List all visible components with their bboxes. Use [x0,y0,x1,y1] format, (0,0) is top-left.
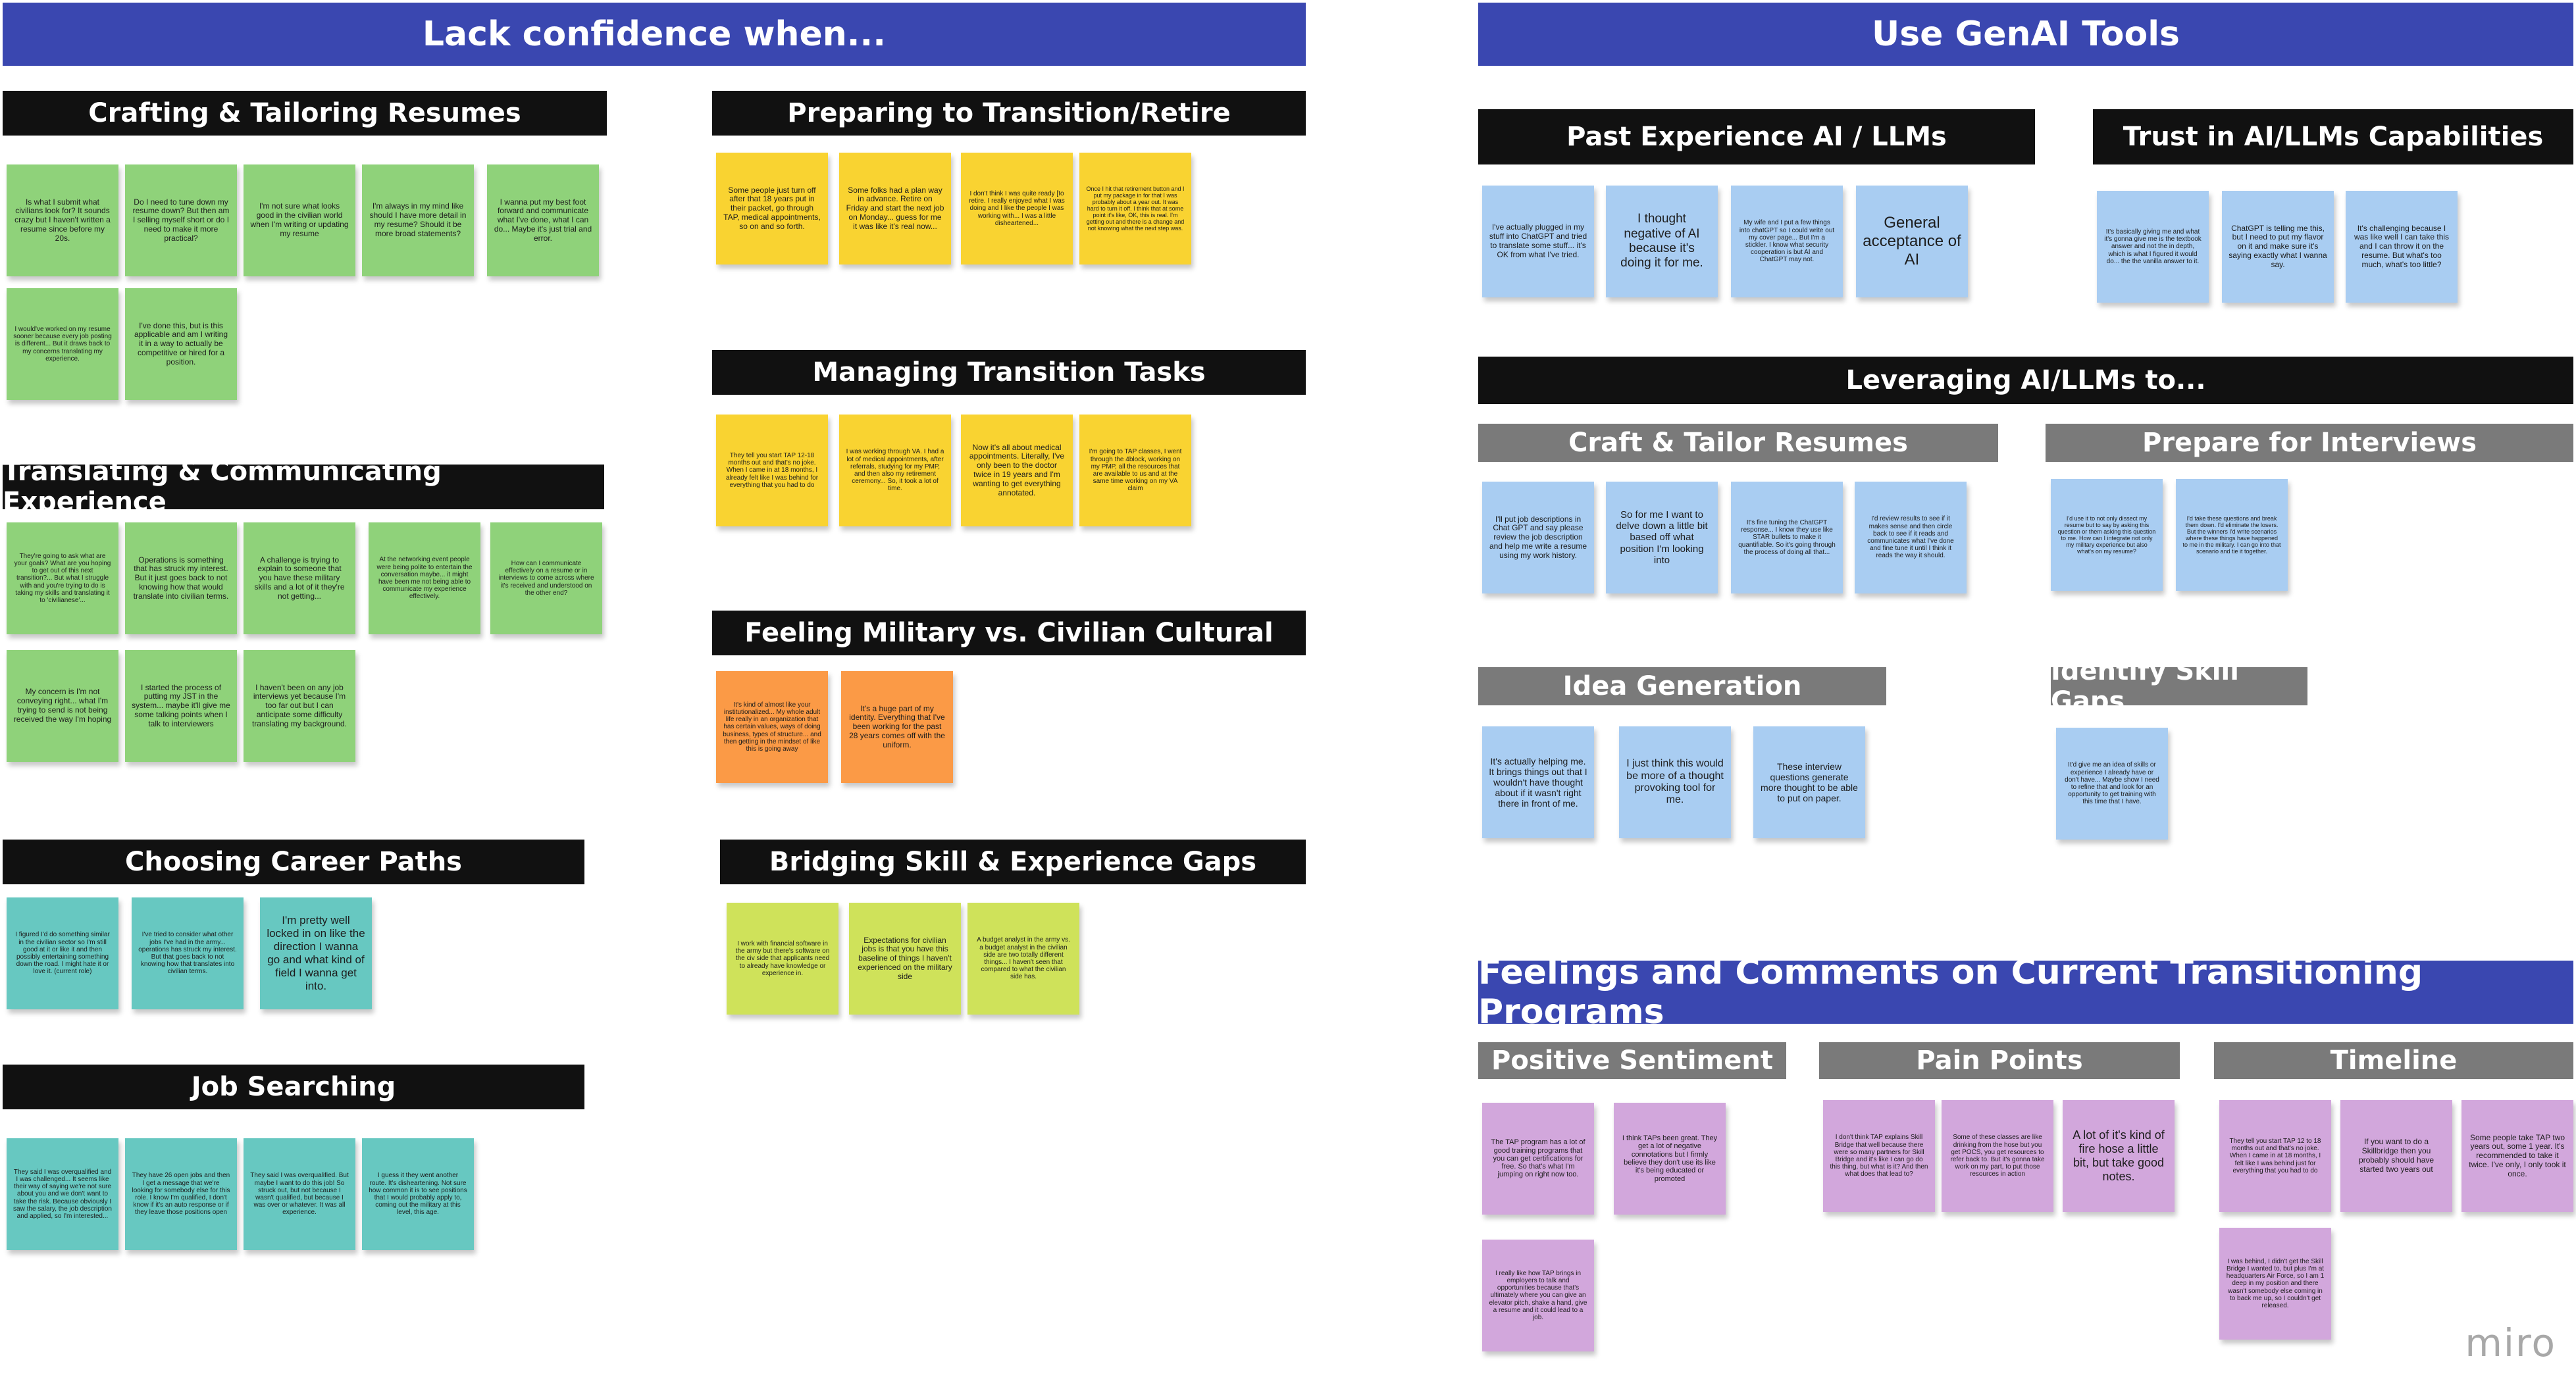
sticky-note[interactable]: I'm not sure what looks good in the civi… [244,164,355,276]
sticky-note[interactable]: I was behind, I didn't get the Skill Bri… [2219,1228,2331,1340]
sticky-note[interactable]: They tell you start TAP 12-18 months out… [716,415,828,526]
header-past-experience-ai: Past Experience AI / LLMs [1478,109,2035,164]
sticky-note[interactable]: So for me I want to delve down a little … [1606,482,1718,593]
sticky-note[interactable]: I thought negative of AI because it's do… [1606,186,1718,297]
sticky-note[interactable]: Is what I submit what civilians look for… [7,164,118,276]
sticky-note[interactable]: I've actually plugged in my stuff into C… [1482,186,1594,297]
sticky-note[interactable]: It's actually helping me. It brings thin… [1482,726,1594,838]
sticky-note[interactable]: I figured I'd do something similar in th… [7,897,118,1009]
sticky-note[interactable]: It's a huge part of my identity. Everyth… [841,671,953,783]
sticky-note[interactable]: I've done this, but is this applicable a… [125,288,237,400]
sticky-note[interactable]: Some people just turn off after that 18 … [716,153,828,264]
sticky-note[interactable]: My wife and I put a few things into chat… [1731,186,1843,297]
miro-logo: miro [2465,1321,2556,1365]
header-cultural: Feeling Military vs. Civilian Cultural [712,611,1306,655]
banner-use-genai: Use GenAI Tools [1478,3,2573,66]
sticky-note[interactable]: It's kind of almost like your institutio… [716,671,828,783]
sticky-note[interactable]: I guess it they went another route. It's… [362,1138,474,1250]
sticky-note[interactable]: I'm going to TAP classes, I went through… [1079,415,1191,526]
sticky-note[interactable]: They tell you start TAP 12 to 18 months … [2219,1100,2331,1212]
banner-lack-confidence: Lack confidence when... [3,3,1306,66]
sticky-note[interactable]: I don't think TAP explains Skill Bridge … [1823,1100,1935,1212]
header-managing-tasks: Managing Transition Tasks [712,350,1306,395]
sticky-note[interactable]: They're going to ask what are your goals… [7,522,118,634]
header-identify-skill-gaps: Identify Skill Gaps [2051,656,2307,717]
sticky-note[interactable]: They said I was overqualified. But maybe… [244,1138,355,1250]
sticky-note[interactable]: It's fine tuning the ChatGPT response...… [1731,482,1843,593]
sticky-note[interactable]: It's challenging because I was like well… [2346,191,2458,303]
header-preparing-transition: Preparing to Transition/Retire [712,91,1306,136]
header-pain-points: Pain Points [1819,1042,2180,1079]
header-timeline: Timeline [2214,1042,2573,1079]
header-prepare-interviews: Prepare for Interviews [2046,424,2573,462]
sticky-note[interactable]: I really like how TAP brings in employer… [1482,1240,1594,1351]
sticky-note[interactable]: The TAP program has a lot of good traini… [1482,1103,1594,1215]
sticky-note[interactable]: I'd review results to see if it makes se… [1855,482,1967,593]
sticky-note[interactable]: Some folks had a plan way in advance. Re… [839,153,951,264]
sticky-note[interactable]: A lot of it's kind of fire hose a little… [2063,1100,2175,1212]
sticky-note[interactable]: A budget analyst in the army vs. a budge… [967,903,1079,1015]
header-translating-experience: Translating & Communicating Experience [3,457,604,517]
sticky-note[interactable]: I'm always in my mind like should I have… [362,164,474,276]
header-skill-gaps: Bridging Skill & Experience Gaps [720,840,1306,884]
sticky-note[interactable]: It's basically giving me and what it's g… [2097,191,2209,303]
header-trust-ai: Trust in AI/LLMs Capabilities [2093,109,2573,164]
sticky-note[interactable]: I work with financial software in the ar… [727,903,838,1015]
header-job-searching: Job Searching [3,1065,584,1109]
sticky-note[interactable]: I'd take these questions and break them … [2176,479,2288,591]
sticky-note[interactable]: Some of these classes are like drinking … [1942,1100,2053,1212]
sticky-note[interactable]: Some people take TAP two years out, some… [2461,1100,2573,1212]
sticky-note[interactable]: They said I was overqualified and I was … [7,1138,118,1250]
header-leveraging-ai: Leveraging AI/LLMs to... [1478,357,2573,404]
sticky-note[interactable]: Do I need to tune down my resume down? B… [125,164,237,276]
sticky-note[interactable]: ChatGPT is telling me this, but I need t… [2222,191,2334,303]
sticky-note[interactable]: If you want to do a Skillbridge then you… [2340,1100,2452,1212]
sticky-note[interactable]: I'd use it to not only dissect my resume… [2051,479,2163,591]
sticky-note[interactable]: I don't think I was quite ready [to reti… [961,153,1073,264]
sticky-note[interactable]: I just think this would be more of a tho… [1619,726,1731,838]
sticky-note[interactable]: They have 26 open jobs and then I get a … [125,1138,237,1250]
sticky-note[interactable]: Once I hit that retirement button and I … [1079,153,1191,264]
header-crafting-resumes: Crafting & Tailoring Resumes [3,91,607,136]
sticky-note[interactable]: I haven't been on any job interviews yet… [244,650,355,762]
sticky-note[interactable]: Operations is something that has struck … [125,522,237,634]
sticky-note[interactable]: It'd give me an idea of skills or experi… [2056,728,2168,840]
header-idea-generation: Idea Generation [1478,667,1886,705]
sticky-note[interactable]: I'm pretty well locked in on like the di… [260,897,372,1009]
sticky-note[interactable]: I'll put job descriptions in Chat GPT an… [1482,482,1594,593]
sticky-note[interactable]: General acceptance of AI [1856,186,1968,297]
sticky-note[interactable]: My concern is I'm not conveying right...… [7,650,118,762]
banner-feelings: Feelings and Comments on Current Transit… [1478,953,2573,1032]
sticky-note[interactable]: I was working through VA. I had a lot of… [839,415,951,526]
sticky-note[interactable]: I started the process of putting my JST … [125,650,237,762]
sticky-note[interactable]: Expectations for civilian jobs is that y… [849,903,961,1015]
header-positive-sentiment: Positive Sentiment [1478,1042,1786,1079]
sticky-note[interactable]: I think TAPs been great. They get a lot … [1614,1103,1726,1215]
sticky-note[interactable]: These interview questions generate more … [1753,726,1865,838]
header-craft-resumes: Craft & Tailor Resumes [1478,424,1998,462]
sticky-note[interactable]: I've tried to consider what other jobs I… [132,897,244,1009]
sticky-note[interactable]: I wanna put my best foot forward and com… [487,164,599,276]
sticky-note[interactable]: Now it's all about medical appointments.… [961,415,1073,526]
sticky-note[interactable]: I would've worked on my resume sooner be… [7,288,118,400]
sticky-note[interactable]: How can I communicate effectively on a r… [490,522,602,634]
header-career-paths: Choosing Career Paths [3,840,584,884]
sticky-note[interactable]: At the networking event people were bein… [369,522,480,634]
sticky-note[interactable]: A challenge is trying to explain to some… [244,522,355,634]
